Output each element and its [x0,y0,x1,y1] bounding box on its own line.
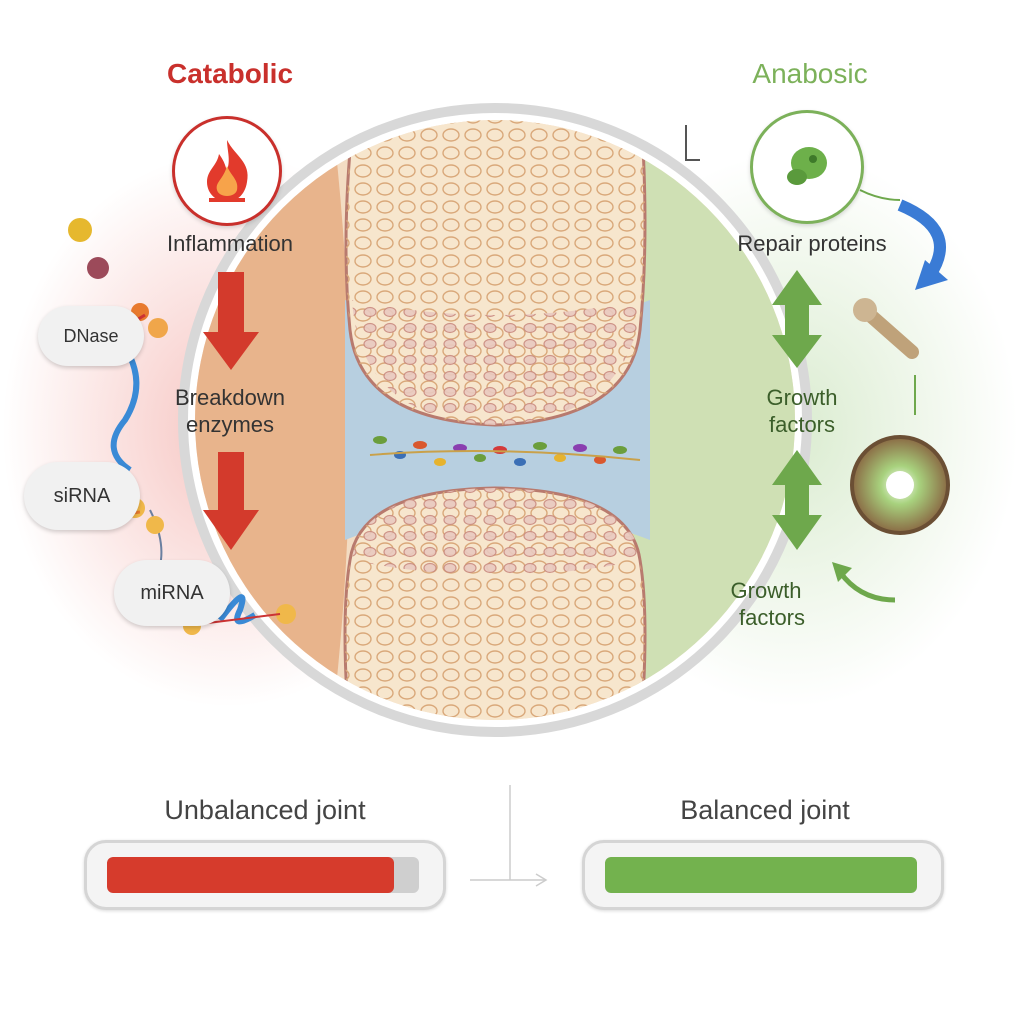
joint-particles [369,436,641,466]
cell-icon [850,435,950,535]
balanced-bar-fill [605,857,917,893]
balanced-bar-inner [605,857,917,893]
growth-factors-label-2b: factors [738,605,806,630]
down-arrow-icon [203,272,259,370]
sirna-bubble: siRNA [24,462,140,530]
inflammation-label: Inflammation [167,231,293,256]
down-arrow-icon [203,452,259,550]
up-down-arrow-icon [772,270,822,368]
flame-icon [172,116,282,226]
dnase-bubble: DNase [38,306,144,366]
curved-arrow-icon [897,199,946,279]
balanced-bar [582,840,944,910]
balanced-joint-label: Balanced joint [680,795,850,825]
mirna-bubble: miRNA [114,560,230,626]
growth-factors-label-1a: Growth [766,385,838,410]
unbalanced-bar [84,840,446,910]
breakdown-label: Breakdown [174,385,286,410]
repair-proteins-label: Repair proteins [737,231,887,256]
enzymes-label: enzymes [185,412,275,437]
catabolic-title: Catabolic [166,58,294,89]
anabolic-title: Anabosic [752,58,868,89]
growth-factors-label-2a: Growth [730,578,802,603]
wrench-icon [853,298,919,359]
growth-factors-label-1b: factors [768,412,836,437]
rna-strand [110,338,140,473]
molecule-dot [87,257,109,279]
unbalanced-joint-label: Unbalanced joint [164,795,366,825]
up-down-arrow-icon [772,450,822,550]
anabolic-icon [750,110,864,224]
curved-arrow-icon [837,570,896,603]
unbalanced-bar-inner [107,857,419,893]
molecule-dot [68,218,92,242]
unbalanced-bar-fill [107,857,395,893]
